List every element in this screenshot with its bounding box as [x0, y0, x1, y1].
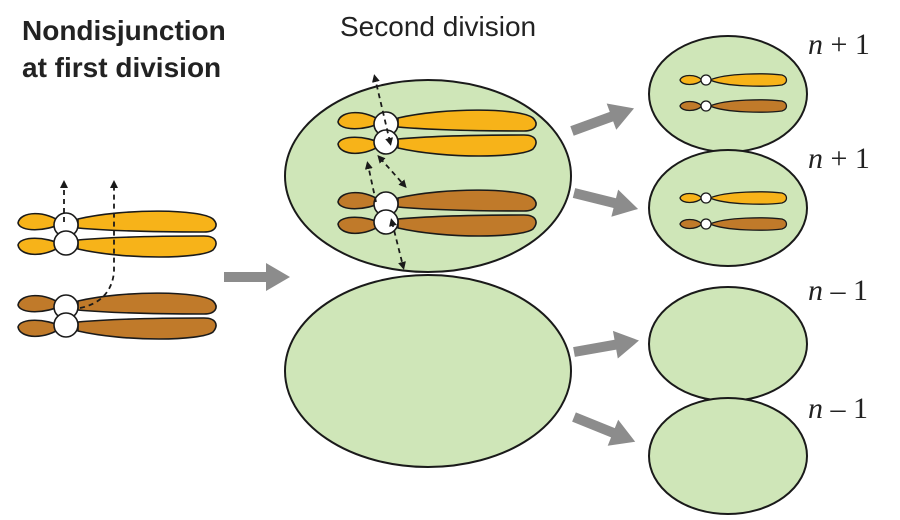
diagram-title: Nondisjunction at first division	[22, 12, 226, 86]
arrow-to-gamete-3	[571, 326, 642, 366]
title-line-1: Nondisjunction	[22, 15, 226, 46]
separation-arrows	[364, 74, 407, 270]
left-chromosome-brown	[17, 292, 217, 340]
left-chromosome-yellow	[17, 210, 217, 258]
cell-label-3: n – 1	[808, 274, 868, 307]
gamete-cell-3	[648, 286, 808, 402]
arrow-to-gamete-4	[568, 404, 641, 455]
gamete-cell-4	[648, 397, 808, 515]
cell-label-4: n – 1	[808, 392, 868, 425]
gamete-cell-1	[648, 35, 808, 153]
upper-daughter-cell	[284, 79, 572, 273]
cell-label-1: n + 1	[808, 28, 870, 61]
gamete-cell-2	[648, 149, 808, 267]
arrow-to-second-division	[224, 263, 290, 291]
cell-label-2: n + 1	[808, 142, 870, 175]
arrow-to-gamete-1	[567, 95, 639, 145]
left-dashed-arrows	[60, 180, 118, 309]
arrow-to-gamete-2	[570, 179, 642, 223]
title-line-2: at first division	[22, 52, 222, 83]
lower-daughter-cell	[284, 274, 572, 468]
second-division-label: Second division	[340, 11, 537, 42]
